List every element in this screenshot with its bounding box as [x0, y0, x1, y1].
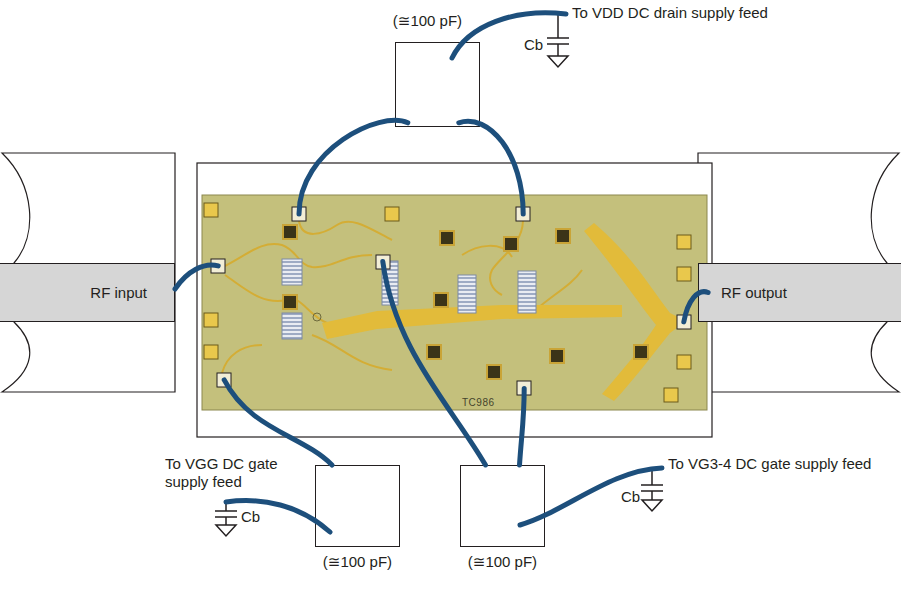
bypass-capacitor: (≅100 pF): [395, 42, 480, 127]
microstrip-line: RF output: [698, 263, 901, 322]
bond-wire: [224, 380, 332, 465]
bond-wire: [175, 265, 218, 289]
bond-wire: [299, 120, 408, 214]
mmic-photo: [202, 195, 707, 410]
supply-label: To VDD DC drain supply feed: [572, 4, 768, 22]
label-holder: To VG3-4 DC gate supply feed: [668, 455, 871, 473]
carrier-outline: [197, 163, 712, 437]
capacitor-label: Cb: [241, 508, 260, 526]
mmic-die: TC986: [202, 195, 707, 410]
label-holder: To VDD DC drain supply feed: [572, 4, 768, 22]
label-holder: Cb: [524, 36, 543, 54]
capacitor-symbol: [215, 12, 663, 536]
feed-wire: [226, 13, 662, 532]
label-holder: To VGG DC gate supply feed: [165, 455, 289, 491]
capacitor-label: Cb: [524, 36, 543, 54]
capacitor-label: Cb: [621, 488, 640, 506]
microstrip-line: RF input: [0, 263, 175, 322]
capacitance-label: (≅100 pF): [461, 553, 544, 571]
bypass-capacitor: (≅100 pF): [315, 465, 400, 547]
supply-label: To VGG DC gate supply feed: [165, 455, 289, 491]
label-holder: Cb: [241, 508, 260, 526]
port-label: RF input: [90, 284, 147, 302]
bypass-capacitor: (≅100 pF): [460, 465, 545, 547]
capacitance-label: (≅100 pF): [316, 553, 399, 571]
label-holder: Cb: [621, 488, 640, 506]
bond-wire: [383, 262, 486, 465]
supply-label: To VG3-4 DC gate supply feed: [668, 455, 871, 473]
bond-wire: [459, 121, 523, 214]
port-label: RF output: [721, 284, 787, 302]
capacitance-label: (≅100 pF): [386, 12, 469, 30]
bond-wire: [520, 389, 525, 466]
die-marking: TC986: [462, 397, 495, 409]
